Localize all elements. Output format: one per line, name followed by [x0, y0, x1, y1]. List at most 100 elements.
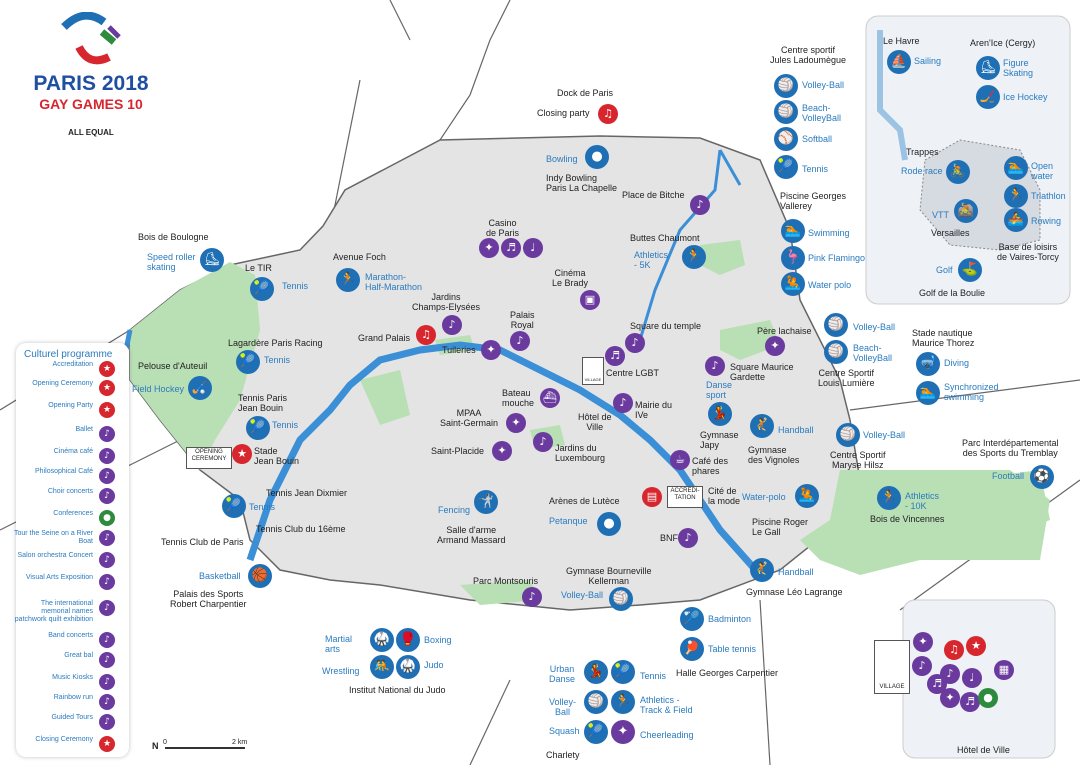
handball-vignoles-icon[interactable]: 🤾: [750, 414, 774, 438]
volley-bourneville-icon[interactable]: 🏐: [609, 587, 633, 611]
casino-orchestra-icon[interactable]: ♩: [523, 238, 543, 258]
jardins-ce-icon[interactable]: ♪: [442, 315, 462, 335]
squash-icon[interactable]: 🎾: [584, 720, 608, 744]
inset-dance-icon[interactable]: ♩: [962, 668, 982, 688]
square-gardette-icon[interactable]: ♪: [705, 356, 725, 376]
closing-party-icon[interactable]: ♫: [598, 104, 618, 124]
inset-quilt-icon[interactable]: ▦: [994, 660, 1014, 680]
casino-dance-icon[interactable]: ♬: [501, 238, 521, 258]
label-marathon: Marathon- Half-Marathon: [365, 272, 423, 292]
tennis-tir-icon[interactable]: 🎾: [250, 277, 274, 301]
inset-band-icon[interactable]: ♪: [912, 656, 932, 676]
inset-kiosk-icon[interactable]: ♪: [940, 664, 960, 684]
mpaa-icon[interactable]: ✦: [506, 413, 526, 433]
athletics-tf-icon[interactable]: 🏃: [611, 690, 635, 714]
label-field-hockey: Field Hockey: [132, 384, 185, 394]
marathon-icon[interactable]: 🏃: [336, 268, 360, 292]
basketball-icon[interactable]: 🏀: [248, 564, 272, 588]
bowling-icon[interactable]: ●: [585, 145, 609, 169]
field-hockey-icon[interactable]: 🏑: [188, 376, 212, 400]
athletics-5k-icon[interactable]: 🏃: [682, 245, 706, 269]
tennis-lad-icon[interactable]: 🎾: [774, 155, 798, 179]
temple-choir-icon[interactable]: ♬: [605, 346, 625, 366]
inset-ballet-icon[interactable]: ✦: [913, 632, 933, 652]
grand-palais-icon[interactable]: ♫: [416, 325, 436, 345]
cheerleading-icon[interactable]: ✦: [611, 720, 635, 744]
luxembourg-icon[interactable]: ♪: [533, 432, 553, 452]
volley-lad-icon[interactable]: 🏐: [774, 74, 798, 98]
fencing-icon[interactable]: 🤺: [474, 490, 498, 514]
volley-lumiere-icon[interactable]: 🏐: [824, 313, 848, 337]
danse-sport-icon[interactable]: 💃: [708, 402, 732, 426]
dance-icon: ♪: [99, 652, 115, 668]
martial-arts-icon[interactable]: 🥋: [370, 628, 394, 652]
coffee-icon: ♪: [99, 468, 115, 484]
beach-lumiere-icon[interactable]: 🏐: [824, 340, 848, 364]
beach-volley-lad-icon[interactable]: 🏐: [774, 100, 798, 124]
softball-icon[interactable]: ⚾: [774, 127, 798, 151]
inset-tour-icon[interactable]: ✦: [940, 688, 960, 708]
water-polo-legall-icon[interactable]: 🤽: [795, 484, 819, 508]
rowing-icon[interactable]: 🚣: [1004, 208, 1028, 232]
opening-board-text: OPENING CEREMONY: [191, 449, 227, 462]
square-temple-icon[interactable]: ♪: [625, 333, 645, 353]
tuileries-icon[interactable]: ✦: [481, 340, 501, 360]
casino-ballet-icon[interactable]: ✦: [479, 238, 499, 258]
swimming-icon[interactable]: 🏊: [781, 219, 805, 243]
athletics-10k-icon[interactable]: 🏃: [877, 486, 901, 510]
ice-hockey-icon[interactable]: 🏒: [976, 85, 1000, 109]
opening-ceremony-board[interactable]: OPENING CEREMONY: [186, 447, 232, 469]
handball-lagrange-icon[interactable]: 🤾: [750, 558, 774, 582]
legend-item: Accreditation★: [16, 361, 129, 381]
kiosk-icon: ♪: [99, 674, 115, 690]
petanque-icon[interactable]: ●: [597, 512, 621, 536]
diving-icon[interactable]: 🤿: [916, 352, 940, 376]
tennis-bouin-icon[interactable]: 🎾: [246, 416, 270, 440]
tennis-charlety-icon[interactable]: 🎾: [611, 660, 635, 684]
palais-royal-icon[interactable]: ♪: [510, 331, 530, 351]
tennis-club-icon[interactable]: 🎾: [222, 494, 246, 518]
golf-icon[interactable]: ⛳: [958, 258, 982, 282]
village-board[interactable]: VILLAGE: [582, 357, 604, 385]
village-sign[interactable]: VILLAGE: [874, 640, 910, 694]
table-tennis-icon[interactable]: 🏓: [680, 637, 704, 661]
bnf-icon[interactable]: ♪: [678, 528, 698, 548]
tennis-lagardere-icon[interactable]: 🎾: [236, 350, 260, 374]
opening-ceremony-icon[interactable]: ★: [232, 444, 252, 464]
inset-conference-icon[interactable]: ●: [978, 688, 998, 708]
judo-icon[interactable]: 🥋: [396, 655, 420, 679]
label-athletics-5k: Athletics - 5K: [634, 250, 669, 270]
inset-run-icon[interactable]: ♬: [960, 692, 980, 712]
water-polo-vallerey-icon[interactable]: 🤽: [781, 272, 805, 296]
triathlon-icon[interactable]: 🏃: [1004, 184, 1028, 208]
accreditation-board[interactable]: ACCREDI- TATION: [667, 486, 703, 508]
flamingo-icon[interactable]: 🦩: [781, 246, 805, 270]
road-race-icon[interactable]: 🚴: [946, 160, 970, 184]
boat-icon[interactable]: ⛴: [540, 388, 560, 408]
volley-charlety-icon[interactable]: 🏐: [584, 690, 608, 714]
cinema-icon[interactable]: ▣: [580, 290, 600, 310]
volley-hilsz-icon[interactable]: 🏐: [836, 423, 860, 447]
sailing-icon[interactable]: ⛵: [887, 50, 911, 74]
badminton-icon[interactable]: 🏸: [680, 607, 704, 631]
synchro-icon[interactable]: 🏊: [916, 381, 940, 405]
open-water-icon[interactable]: 🏊: [1004, 156, 1028, 180]
montsouris-icon[interactable]: ♪: [522, 587, 542, 607]
kiosk-icon[interactable]: ♪: [690, 195, 710, 215]
boxing-icon[interactable]: 🥊: [396, 628, 420, 652]
urban-danse-icon[interactable]: 💃: [584, 660, 608, 684]
label-aren-ice: Aren'Ice (Cergy): [970, 38, 1036, 48]
saint-placide-icon[interactable]: ✦: [492, 441, 512, 461]
wrestling-icon[interactable]: 🤼: [370, 655, 394, 679]
roller-icon[interactable]: ⛸: [200, 248, 224, 272]
football-icon[interactable]: ⚽: [1030, 465, 1054, 489]
cafe-phares-icon[interactable]: ☕: [670, 450, 690, 470]
pere-lachaise-icon[interactable]: ✦: [765, 336, 785, 356]
figure-skating-icon[interactable]: ⛸: [976, 56, 1000, 80]
label-buttes: Buttes Chaumont: [630, 233, 700, 243]
vtt-icon[interactable]: 🚵: [954, 199, 978, 223]
mairie-icon[interactable]: ♪: [613, 393, 633, 413]
inset-closing-icon[interactable]: ♫: [944, 640, 964, 660]
inset-opening-icon[interactable]: ★: [966, 636, 986, 656]
accreditation-icon[interactable]: ▤: [642, 487, 662, 507]
